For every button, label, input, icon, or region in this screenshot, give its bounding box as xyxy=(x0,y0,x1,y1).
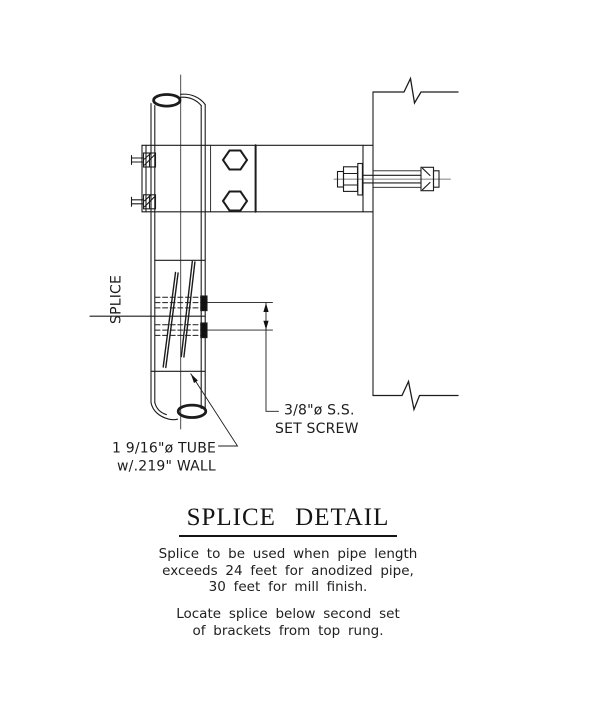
splice-detail-drawing: SPLICE 3/8"ø S.S. SET SCREW 1 9/16"ø TUB… xyxy=(89,74,459,475)
dimension-arrow-up xyxy=(263,303,269,312)
set-screw-upper xyxy=(200,295,208,312)
note-location-line1: Locate splice below second set xyxy=(176,606,400,622)
set-screw-lower xyxy=(200,322,208,339)
pipe-tube xyxy=(150,74,208,430)
splice-label: SPLICE xyxy=(109,275,125,324)
clamp-bolt-upper xyxy=(130,152,157,168)
tube-bottom-end xyxy=(176,403,208,419)
note-usage-line3: 30 feet for mill finish. xyxy=(208,579,368,596)
wall-post xyxy=(372,76,459,412)
splice-sleeve xyxy=(89,259,206,372)
tube-label-line2: w/.219" WALL xyxy=(117,459,216,475)
note-location-line2: of brackets from top rung. xyxy=(192,622,384,639)
set-screw-label-line2: SET SCREW xyxy=(275,421,359,437)
detail-title: SPLICE DETAIL xyxy=(178,504,398,537)
tube-label-leader xyxy=(190,373,239,447)
dimension-arrow-down xyxy=(263,320,269,330)
note-usage: Splice to be used when pipe length excee… xyxy=(0,546,576,596)
note-location: Locate splice below second set of bracke… xyxy=(0,606,576,639)
top-bracket xyxy=(130,144,374,213)
set-screw-dimension xyxy=(263,302,279,412)
note-usage-line2: exceeds 24 feet for anodized pipe, xyxy=(162,562,414,579)
expansion-anchor xyxy=(420,166,440,192)
wall-top-break xyxy=(372,76,459,105)
bolt-washer-plate xyxy=(357,162,363,196)
title-block: SPLICE DETAIL xyxy=(0,504,576,537)
tube-top-opening xyxy=(152,93,182,108)
wall-bottom-break xyxy=(372,379,459,412)
set-screw-label-line1: 3/8"ø S.S. xyxy=(284,403,355,419)
clamp-bolt-lower xyxy=(130,194,157,210)
note-usage-line1: Splice to be used when pipe length xyxy=(158,546,418,562)
hex-bolt-head-upper xyxy=(221,149,249,171)
set-screws xyxy=(154,295,273,339)
hex-bolt-head-lower xyxy=(221,190,249,212)
tube-label-line1: 1 9/16"ø TUBE xyxy=(112,441,216,457)
anchor-bolt xyxy=(333,162,451,196)
splice-pins xyxy=(162,260,196,369)
